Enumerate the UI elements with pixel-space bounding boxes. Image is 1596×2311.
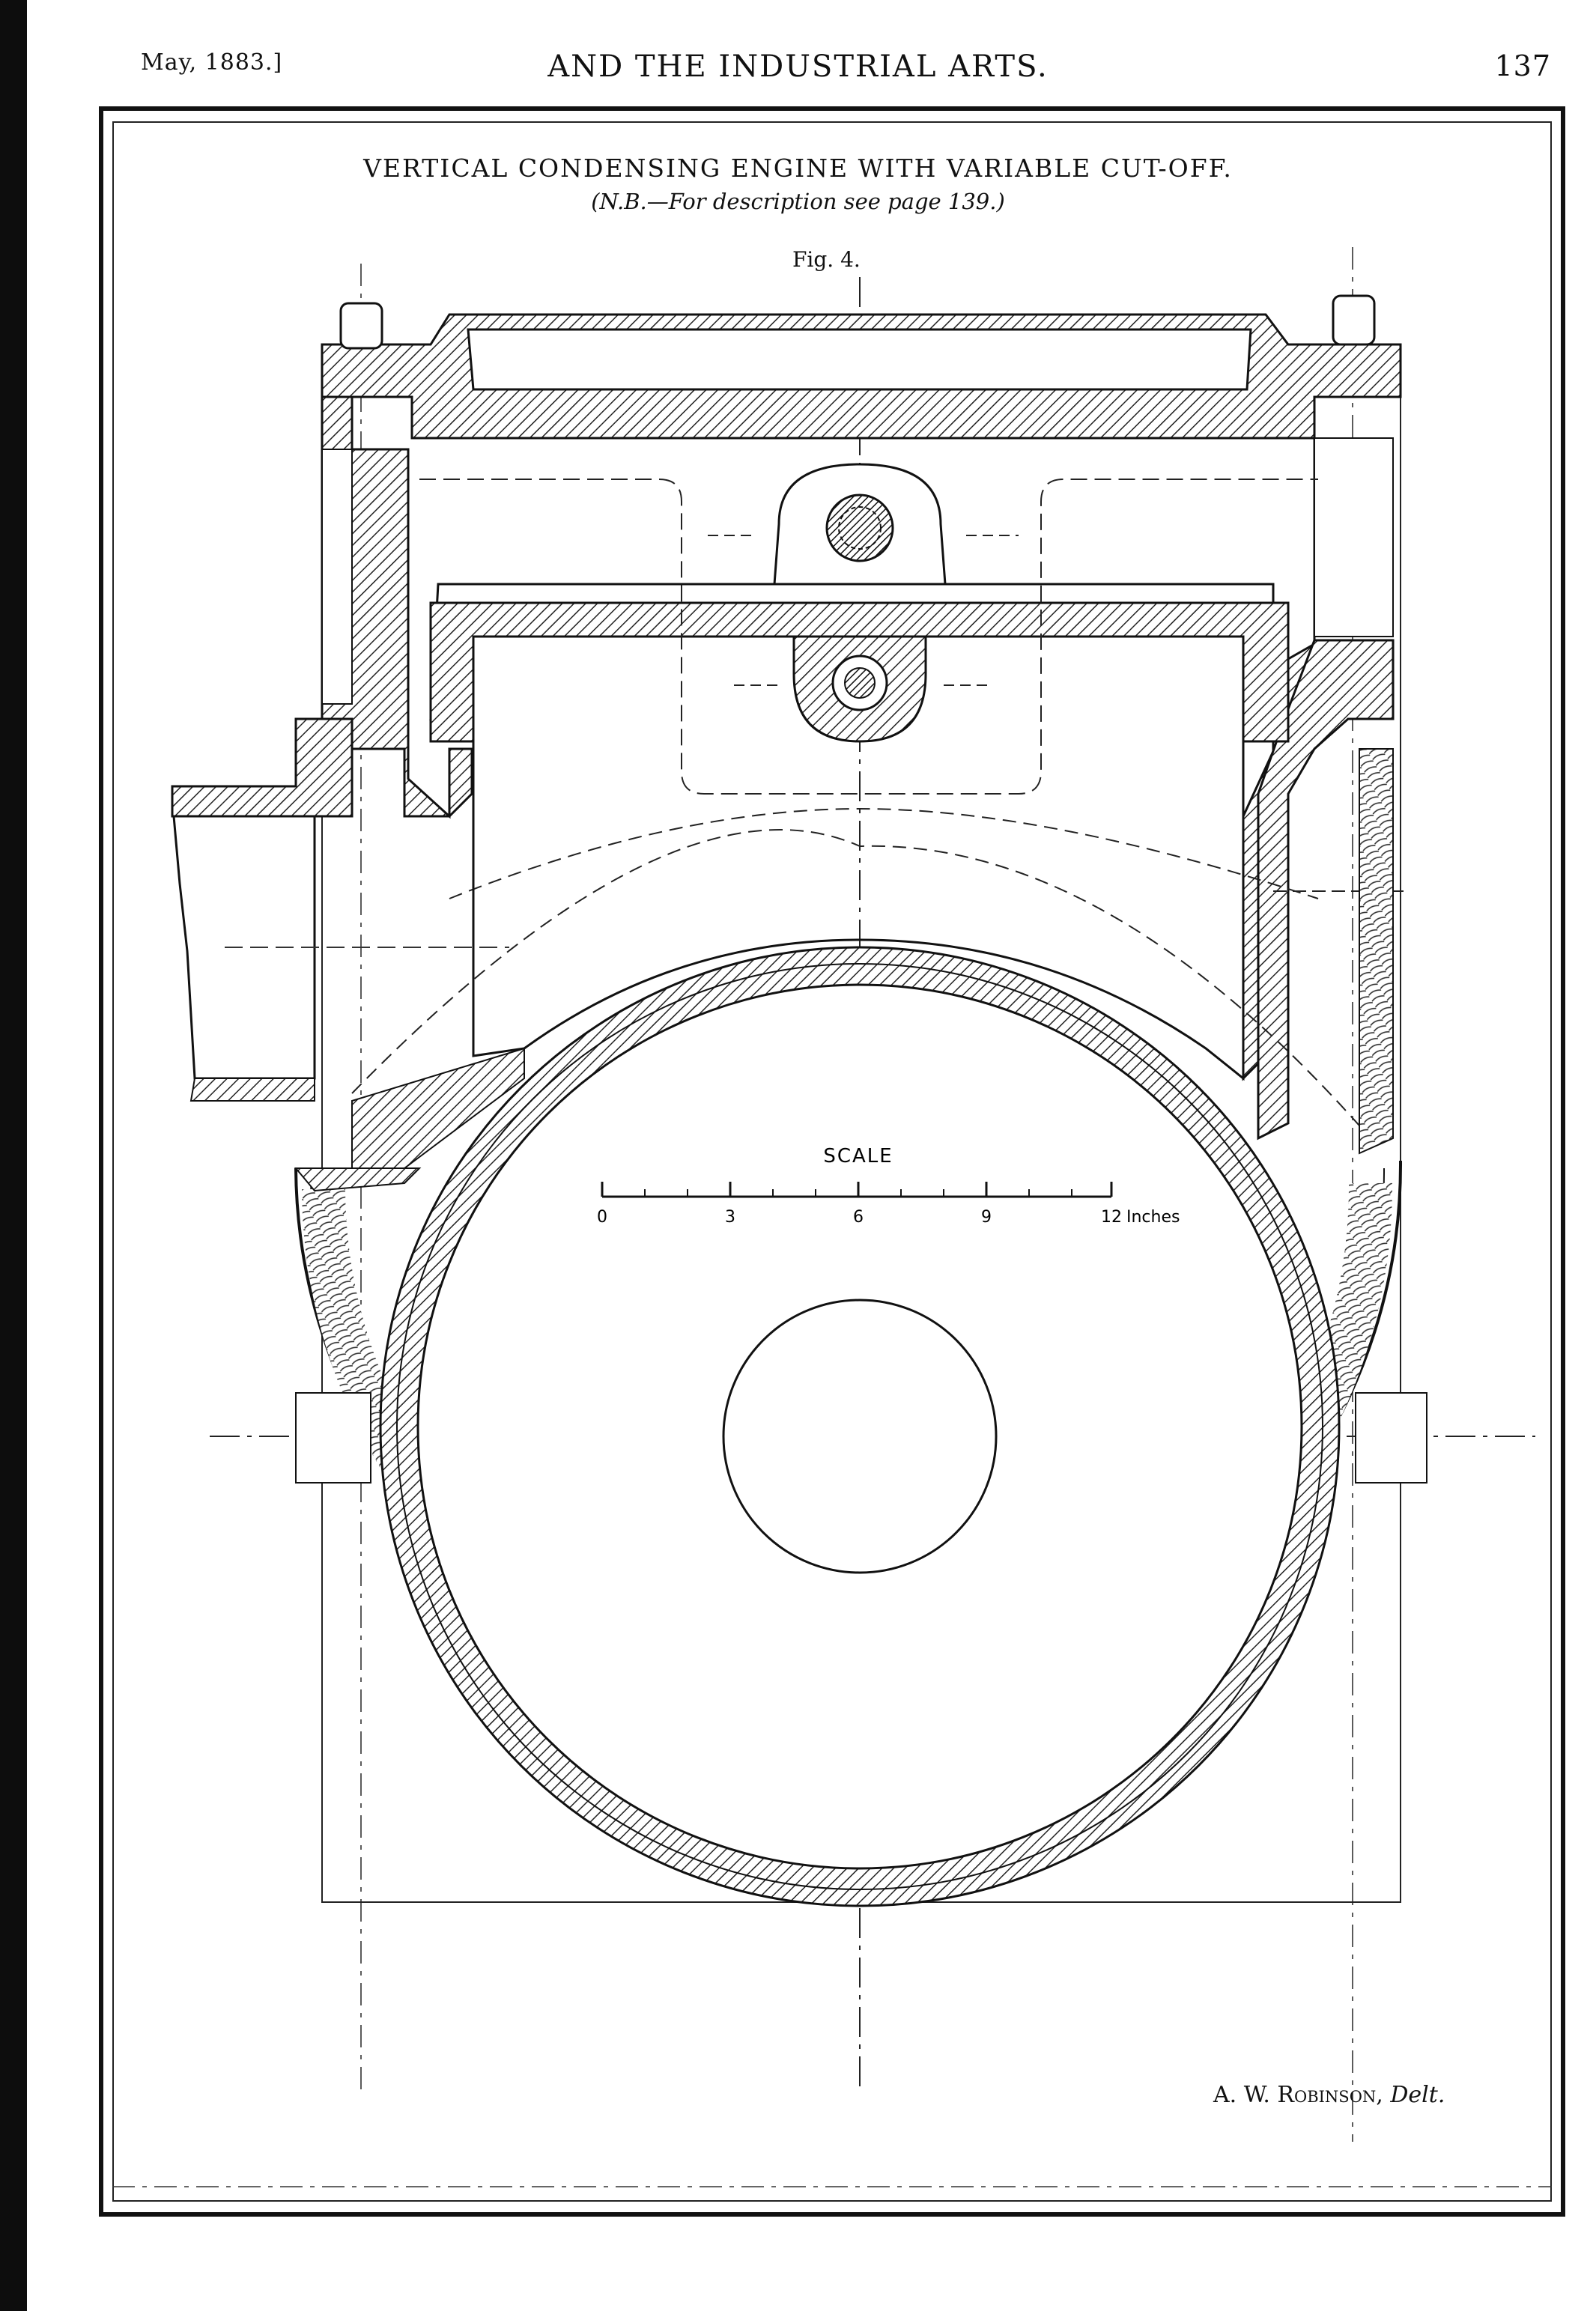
scale-tick-6: 6 — [853, 1208, 864, 1227]
plate-note: (N.B.—For description see page 139.) — [591, 189, 1005, 214]
scale-label: SCALE — [823, 1145, 893, 1167]
scale-tick-12: 12 — [1101, 1208, 1122, 1227]
header-title: AND THE INDUSTRIAL ARTS. — [547, 49, 1049, 84]
exhaust-branch-flange — [171, 717, 354, 818]
scale-tick-3: 3 — [725, 1208, 735, 1227]
scale-tick-0: 0 — [597, 1208, 607, 1227]
header-date: May, 1883.] — [141, 49, 283, 76]
right-cylinder-wall — [1257, 639, 1395, 1141]
draughtsman-credit: A. W. Robinson, Delt. — [1213, 2082, 1445, 2108]
piston — [429, 601, 1290, 743]
credit-name: A. W. Robinson, — [1213, 2082, 1383, 2108]
binding-edge — [0, 0, 27, 2311]
gudgeon-pin-upper — [825, 494, 894, 562]
figure-label: Fig. 4. — [792, 247, 861, 272]
left-cylinder-wall — [321, 395, 473, 819]
credit-suffix: Delt. — [1390, 2082, 1445, 2108]
plate-frame-inner — [112, 121, 1552, 2202]
plate-frame-outer — [99, 106, 1565, 2217]
page-number: 137 — [1494, 49, 1551, 82]
right-cover-bolt — [1332, 294, 1376, 346]
left-cover-bolt — [339, 302, 383, 350]
hidden-crosshead-guides — [419, 479, 1318, 795]
scale-bar: SCALE 0 3 6 9 12 Inches — [597, 1145, 1180, 1227]
plate-title: VERTICAL CONDENSING ENGINE WITH VARIABLE… — [363, 154, 1233, 183]
central-bore — [722, 1299, 998, 1574]
scale-tick-9: 9 — [981, 1208, 992, 1227]
scale-unit: Inches — [1126, 1208, 1180, 1227]
